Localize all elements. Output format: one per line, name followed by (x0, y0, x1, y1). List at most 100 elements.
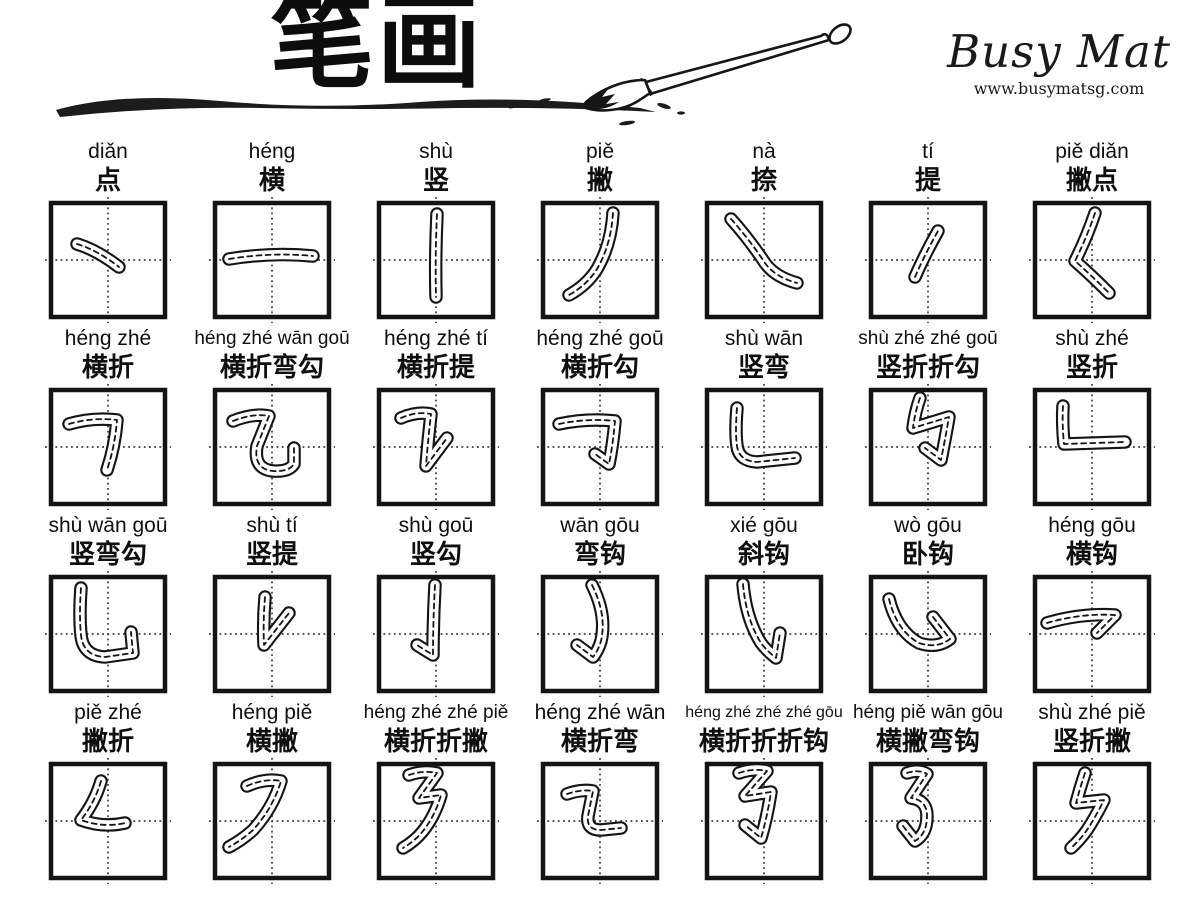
stroke-hanzi-label: 横折折撇 (383, 726, 488, 756)
trace-dashed-centerline (576, 584, 604, 658)
trace-dashed-centerline (434, 213, 438, 298)
stroke-hanzi-label: 撇点 (1065, 165, 1118, 195)
stroke-practice-box[interactable] (537, 384, 663, 510)
stroke-glyph (226, 408, 301, 478)
stroke-hanzi-label: 竖弯 (737, 352, 790, 382)
stroke-practice-box[interactable] (373, 197, 499, 323)
stroke-hanzi-label: 竖 (422, 165, 449, 195)
stroke-glyph (62, 412, 124, 477)
box-border (212, 574, 332, 694)
stroke-pinyin-label: wò gōu (894, 514, 962, 537)
stroke-hanzi-label: 提 (914, 165, 941, 195)
stroke-practice-box[interactable] (537, 758, 663, 884)
stroke-hanzi-label: 斜钩 (737, 539, 790, 569)
trace-dashed-centerline (262, 596, 290, 646)
stroke-glyph (1068, 206, 1116, 300)
stroke-practice-box[interactable] (1029, 571, 1155, 697)
stroke-practice-box[interactable] (209, 758, 335, 884)
box-border (868, 761, 988, 881)
stroke-practice-box[interactable] (701, 758, 827, 884)
stroke-practice-box[interactable] (537, 571, 663, 697)
stroke-glyph (882, 592, 957, 652)
stroke-hanzi-label: 点 (94, 165, 121, 195)
stroke-pinyin-label: héng zhé zhé piě (363, 702, 509, 723)
stroke-hanzi-label: 横折弯 (560, 726, 639, 756)
stroke-pinyin-label: xié gōu (730, 514, 798, 537)
stroke-practice-box[interactable] (865, 384, 991, 510)
stroke-practice-box[interactable] (1029, 197, 1155, 323)
trace-dashed-centerline (912, 397, 950, 461)
trace-dashed-centerline (566, 789, 622, 831)
stroke-pinyin-label: shù tí (246, 514, 298, 537)
box-border (868, 200, 988, 320)
box-border (48, 574, 168, 694)
stroke-practice-box[interactable] (373, 571, 499, 697)
stroke-hanzi-label: 撇 (586, 165, 613, 195)
trace-dashed-centerline (228, 779, 282, 848)
stroke-practice-box[interactable] (45, 758, 171, 884)
trace-dashed-centerline (80, 780, 126, 826)
stroke-hanzi-label: 卧钩 (901, 539, 954, 569)
stroke-practice-box[interactable] (701, 197, 827, 323)
stroke-practice-box[interactable] (1029, 384, 1155, 510)
stroke-pinyin-label: héng zhé wān goū (194, 328, 350, 349)
stroke-practice-box[interactable] (865, 197, 991, 323)
stroke-practice-box[interactable] (45, 384, 171, 510)
stroke-pinyin-label: piě (585, 140, 615, 163)
stroke-cell: héng zhé zhé piě 横折折撇 (354, 699, 518, 884)
trace-dashed-centerline (1070, 772, 1105, 849)
stroke-pinyin-label: nà (752, 140, 776, 163)
logo-block: Busy Mat www.busymatsg.com (928, 26, 1190, 99)
stroke-glyph (394, 406, 454, 473)
stroke-practice-box[interactable] (1029, 758, 1155, 884)
stroke-practice-box[interactable] (865, 571, 991, 697)
trace-dashed-centerline (902, 770, 928, 842)
stroke-pinyin-label: piě diǎn (1055, 140, 1129, 163)
stroke-glyph (1064, 766, 1111, 855)
stroke-practice-box[interactable] (45, 197, 171, 323)
stroke-practice-box[interactable] (209, 197, 335, 323)
stroke-glyph (724, 212, 804, 290)
stroke-practice-box[interactable] (865, 758, 991, 884)
box-border (704, 387, 824, 507)
stroke-practice-box[interactable] (45, 571, 171, 697)
trace-dashed-centerline (558, 419, 616, 465)
stroke-glyph (256, 590, 296, 652)
box-border (1032, 574, 1152, 694)
box-border (212, 387, 332, 507)
trace-dashed-centerline (914, 230, 939, 278)
trace-dashed-centerline (68, 418, 118, 471)
stroke-glyph (729, 401, 802, 469)
stroke-practice-box[interactable] (209, 384, 335, 510)
page-title: 笔画 (270, 0, 485, 101)
stroke-practice-box[interactable] (209, 571, 335, 697)
stroke-hanzi-label: 弯钩 (573, 539, 626, 569)
stroke-hanzi-label: 竖折撇 (1052, 726, 1131, 756)
stroke-pinyin-label: héng zhé zhé zhé gōu (685, 704, 843, 721)
stroke-pinyin-label: shù wān (724, 327, 804, 350)
stroke-practice-box[interactable] (373, 758, 499, 884)
stroke-hanzi-label: 竖折折勾 (875, 352, 980, 382)
stroke-pinyin-label: héng zhé wān (534, 701, 666, 724)
stroke-pinyin-label: piě zhé (74, 701, 142, 724)
stroke-glyph (222, 247, 320, 266)
stroke-practice-box[interactable] (537, 197, 663, 323)
stroke-practice-box[interactable] (373, 384, 499, 510)
stroke-practice-box[interactable] (701, 571, 827, 697)
stroke-practice-box[interactable] (701, 384, 827, 510)
stroke-pinyin-label: héng gōu (1048, 514, 1136, 537)
box-border (868, 387, 988, 507)
box-border (376, 200, 496, 320)
stroke-pinyin-label: héng zhé goū (536, 327, 664, 350)
box-border (212, 200, 332, 320)
